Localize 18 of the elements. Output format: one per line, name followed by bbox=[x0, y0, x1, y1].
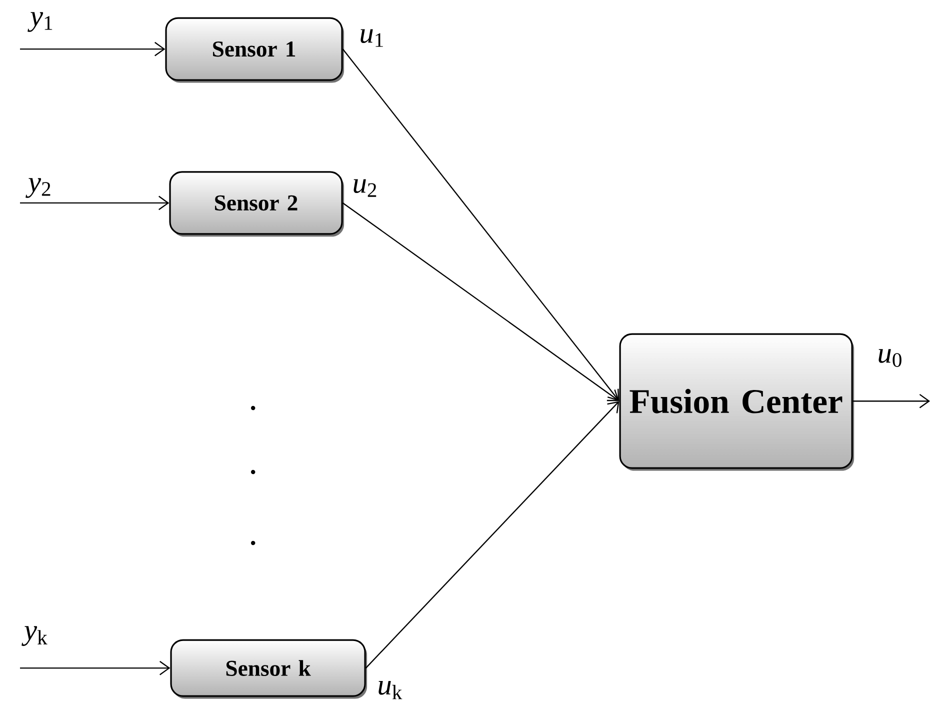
process-box: Sensor 2 bbox=[169, 171, 344, 237]
edge-label: u$_{k}$ bbox=[378, 680, 402, 700]
edge-label: y$_{k}$ bbox=[22, 626, 48, 646]
arrow bbox=[20, 196, 170, 210]
arrow bbox=[342, 202, 620, 402]
process-box: Fusion Center bbox=[619, 333, 854, 471]
arrow bbox=[20, 660, 170, 676]
arrow bbox=[365, 401, 620, 668]
edge-label: u$_{0}$ bbox=[878, 349, 902, 367]
edge-label: u$_{1}$ bbox=[360, 29, 383, 47]
process-box: Sensor k bbox=[170, 639, 368, 699]
edge-label: y$_{1}$ bbox=[28, 12, 52, 32]
arrow bbox=[20, 42, 166, 56]
edge-label: y$_{2}$ bbox=[26, 178, 50, 198]
arrow bbox=[342, 48, 620, 402]
process-box: Sensor 1 bbox=[165, 17, 344, 83]
arrow bbox=[852, 394, 930, 408]
edge-label: u$_{2}$ bbox=[354, 179, 376, 197]
